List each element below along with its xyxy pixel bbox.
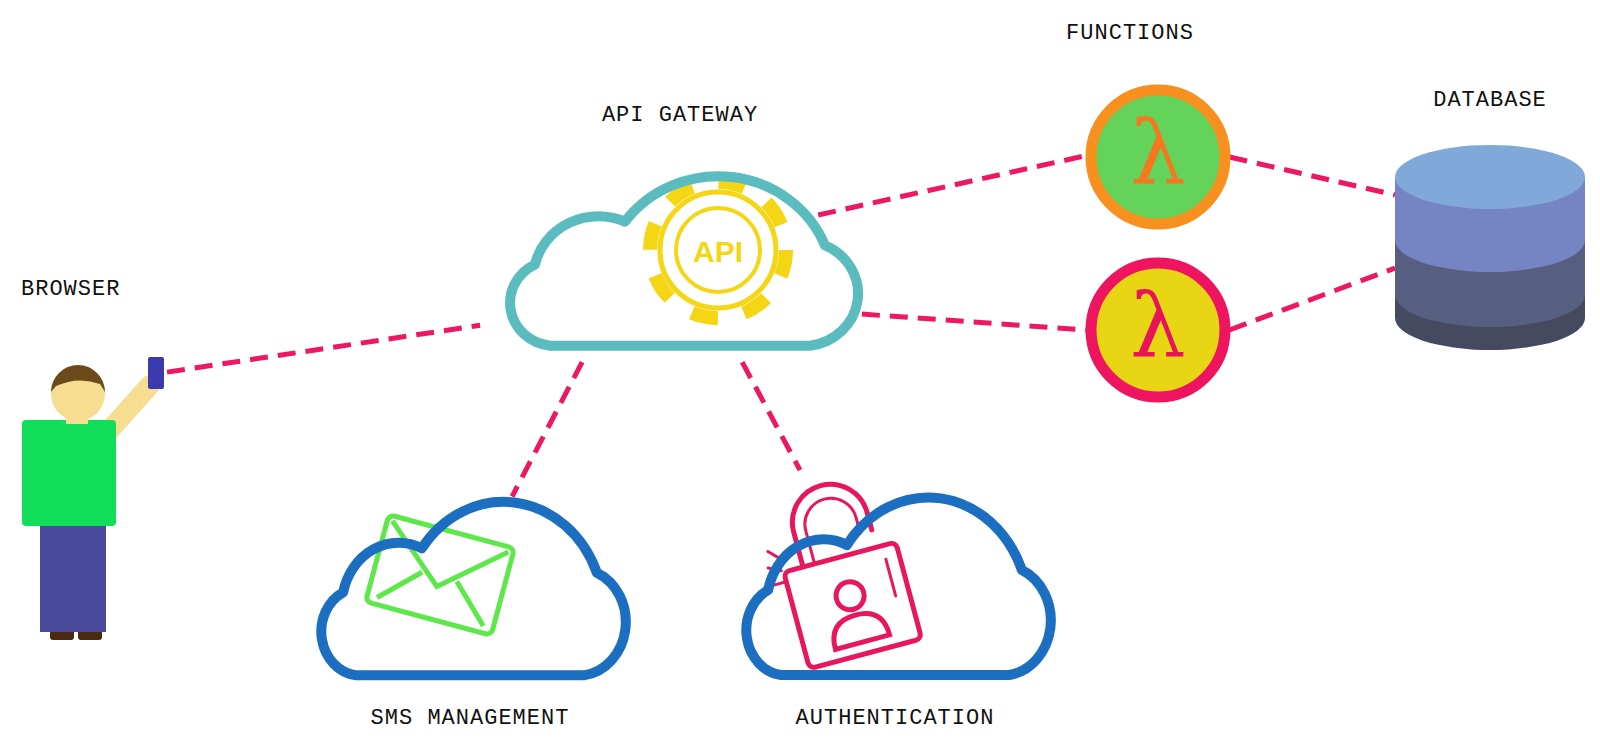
- dashed-connector: [1230, 268, 1396, 330]
- lock-body: [784, 542, 922, 669]
- function-circle: λ: [1085, 257, 1231, 403]
- circle-path: [1091, 90, 1225, 224]
- group-label: FUNCTIONS: [1066, 22, 1194, 46]
- node-label: BROWSER: [21, 278, 120, 302]
- lambda-symbol: λ: [1130, 109, 1186, 197]
- gear-ring: [660, 192, 776, 308]
- envelope-fold: [377, 563, 422, 607]
- cloud-outline: [295, 475, 645, 690]
- envelope-fold: [448, 582, 493, 626]
- lock-shine: [886, 559, 896, 596]
- dashed-connector: [742, 362, 800, 470]
- cloud-outline: [720, 470, 1070, 690]
- user-shoulders: [828, 608, 889, 650]
- node-label: SMS MANAGEMENT: [371, 707, 570, 731]
- spark: [775, 582, 785, 585]
- dashed-connector: [167, 325, 480, 372]
- circle-path: [1091, 263, 1225, 397]
- torso: [22, 420, 116, 526]
- envelope-flap: [379, 521, 508, 602]
- cloud-path: [321, 502, 626, 675]
- hair: [51, 365, 105, 392]
- user-head: [833, 579, 867, 613]
- service-cloud: AUTHENTICATION: [715, 465, 1075, 735]
- lambda-symbol: λ: [1130, 282, 1186, 370]
- node-label: API GATEWAY: [602, 104, 758, 128]
- cloud-path: [510, 176, 858, 345]
- database-cylinder: DATABASE: [1390, 85, 1590, 355]
- gateway-cloud: API GATEWAY: [470, 100, 890, 365]
- cloud-path: [746, 497, 1051, 675]
- icon-text: API: [693, 235, 743, 268]
- cylinder-top: [1395, 145, 1585, 209]
- gear-accent: [660, 262, 700, 306]
- dashed-connector: [1230, 157, 1396, 195]
- dashed-connector: [818, 156, 1086, 216]
- legs: [40, 522, 106, 632]
- gear-teeth: [650, 182, 786, 318]
- gear-hub: [676, 208, 760, 292]
- browser-actor: BROWSER: [15, 272, 167, 657]
- dashed-connector: [862, 314, 1087, 330]
- cylinder-outline: [1395, 145, 1585, 351]
- service-cloud: SMS MANAGEMENT: [290, 470, 650, 735]
- person-figure: [22, 357, 164, 640]
- function-circle: λ: [1085, 84, 1231, 230]
- node-label: DATABASE: [1433, 89, 1547, 113]
- cloud-outline: [480, 150, 880, 360]
- api-gear-icon: [650, 182, 786, 318]
- phone: [148, 357, 164, 389]
- node-label: AUTHENTICATION: [796, 707, 995, 731]
- dashed-connector: [512, 362, 582, 496]
